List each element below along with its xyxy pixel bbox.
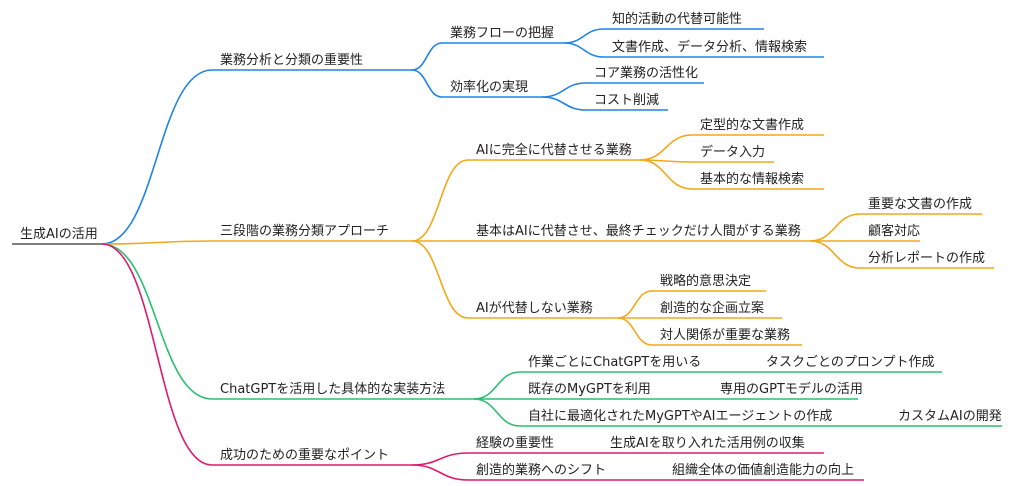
branch-1-sub-2-connector xyxy=(411,240,469,319)
branch-2-sub-2-node-label[interactable]: 自社に最適化されたMyGPTやAIエージェントの作成 xyxy=(528,408,832,424)
branch-3-sub-0-connector xyxy=(411,452,469,466)
branch-1-sub-2-leaf-2-node-label[interactable]: 対人関係が重要な業務 xyxy=(660,327,790,343)
branch-1-connector xyxy=(101,240,213,245)
branch-3-sub-0-leaf-0-node-label[interactable]: 生成AIを取り入れた活用例の収集 xyxy=(610,435,805,451)
branch-1-sub-2-leaf-0-connector xyxy=(617,290,653,319)
branch-1-sub-0-node-label[interactable]: AIに完全に代替させる業務 xyxy=(476,142,632,158)
branch-3-sub-0-node-label[interactable]: 経験の重要性 xyxy=(476,435,554,451)
branch-1-sub-2-leaf-2-connector xyxy=(617,317,653,346)
branch-0-sub-0-connector xyxy=(411,42,443,71)
branch-1-sub-0-connector xyxy=(411,159,469,242)
branch-0-sub-0-node-label[interactable]: 業務フローの把握 xyxy=(450,25,554,41)
branch-1-sub-1-leaf-0-node-label[interactable]: 重要な文書の作成 xyxy=(868,196,972,212)
root-node-label[interactable]: 生成AIの活用 xyxy=(20,227,98,242)
branch-1-sub-1-node-label[interactable]: 基本はAIに代替させ、最終チェックだけ人間がする業務 xyxy=(476,223,801,239)
branch-0-sub-1-leaf-1-node-label[interactable]: コスト削減 xyxy=(594,92,659,108)
branch-0-sub-1-node-label[interactable]: 効率化の実現 xyxy=(450,79,528,95)
branch-1-sub-2-leaf-1-node-label[interactable]: 創造的な企画立案 xyxy=(660,300,764,316)
branch-0-sub-1-leaf-0-node-label[interactable]: コア業務の活性化 xyxy=(594,65,698,81)
branch-2-sub-2-connector xyxy=(473,398,521,427)
branch-3-sub-1-connector xyxy=(411,464,469,481)
branch-2-connector xyxy=(101,243,213,400)
branch-1-sub-2-leaf-0-node-label[interactable]: 戦略的意思決定 xyxy=(660,273,751,289)
branch-1-sub-0-leaf-2-node-label[interactable]: 基本的な情報検索 xyxy=(700,171,804,187)
branch-3-connector xyxy=(101,243,213,466)
branch-0-sub-1-leaf-0-connector xyxy=(541,82,587,98)
branch-1-sub-1-leaf-0-connector xyxy=(809,213,861,242)
branch-0-node-label[interactable]: 業務分析と分類の重要性 xyxy=(220,52,363,68)
branch-1-node-label[interactable]: 三段階の業務分類アプローチ xyxy=(220,223,389,239)
branch-2-sub-0-connector xyxy=(473,371,521,400)
branch-0-sub-0-leaf-0-node-label[interactable]: 知的活動の代替可能性 xyxy=(612,11,742,27)
branch-3-sub-1-node-label[interactable]: 創造的業務へのシフト xyxy=(476,462,606,478)
branch-1-sub-0-leaf-0-node-label[interactable]: 定型的な文書作成 xyxy=(700,117,804,133)
branch-0-sub-0-leaf-1-node-label[interactable]: 文書作成、データ分析、情報検索 xyxy=(612,39,807,55)
branch-1-sub-0-leaf-0-connector xyxy=(639,134,693,161)
branch-1-sub-1-leaf-2-node-label[interactable]: 分析レポートの作成 xyxy=(868,251,985,266)
branch-2-sub-0-leaf-0-node-label[interactable]: タスクごとのプロンプト作成 xyxy=(766,354,934,370)
branch-0-sub-1-leaf-1-connector xyxy=(541,96,587,111)
branch-3-node-label[interactable]: 成功のための重要なポイント xyxy=(220,447,389,463)
branch-1-sub-1-leaf-2-connector xyxy=(809,240,861,269)
branch-2-sub-2-leaf-0-node-label[interactable]: カスタムAIの開発 xyxy=(898,409,1002,424)
branch-1-sub-2-node-label[interactable]: AIが代替しない業務 xyxy=(476,300,593,316)
branch-0-sub-0-leaf-1-connector xyxy=(563,42,605,58)
branch-2-sub-1-node-label[interactable]: 既存のMyGPTを利用 xyxy=(528,382,651,397)
branch-1-sub-1-leaf-1-node-label[interactable]: 顧客対応 xyxy=(868,223,920,239)
branch-1-sub-0-leaf-2-connector xyxy=(639,159,693,190)
branch-1-sub-0-leaf-1-node-label[interactable]: データ入力 xyxy=(700,144,765,160)
branch-0-sub-0-leaf-0-connector xyxy=(563,28,605,44)
branch-0-connector xyxy=(101,69,213,245)
branch-2-sub-0-node-label[interactable]: 作業ごとにChatGPTを用いる xyxy=(528,354,701,370)
branch-3-sub-1-leaf-0-node-label[interactable]: 組織全体の価値創造能力の向上 xyxy=(672,462,854,478)
branch-0-sub-1-connector xyxy=(411,69,443,98)
branch-2-node-label[interactable]: ChatGPTを活用した具体的な実装方法 xyxy=(220,381,445,397)
branch-2-sub-1-leaf-0-node-label[interactable]: 専用のGPTモデルの活用 xyxy=(720,381,863,397)
